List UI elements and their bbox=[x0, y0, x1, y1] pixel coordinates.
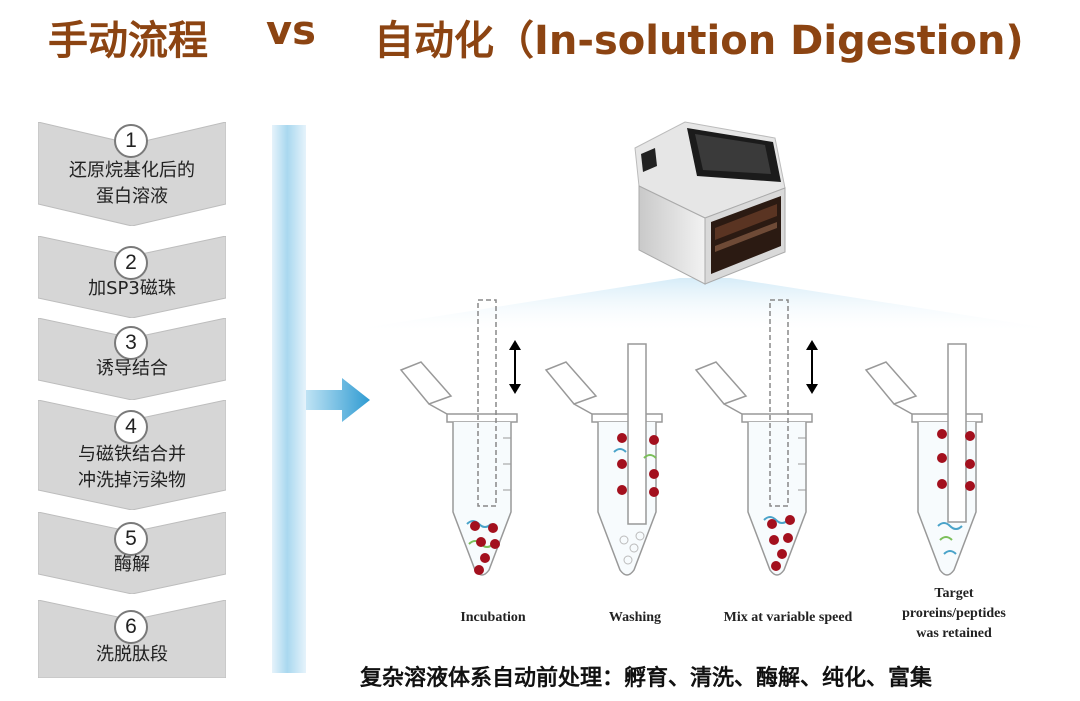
light-beam bbox=[350, 278, 1060, 330]
title-vs: vs bbox=[266, 8, 316, 54]
step-label: 还原烷基化后的 蛋白溶液 bbox=[69, 160, 195, 207]
mixing-rod bbox=[477, 299, 497, 507]
title-manual: 手动流程 bbox=[48, 18, 208, 64]
step-label: 诱导结合 bbox=[96, 358, 168, 379]
tube-cap bbox=[864, 361, 918, 405]
magnet-rod bbox=[627, 343, 647, 525]
step-number: 3 bbox=[114, 326, 148, 360]
step-number: 4 bbox=[114, 410, 148, 444]
tube-washing bbox=[544, 343, 663, 576]
tube-cap bbox=[399, 361, 453, 405]
magnet-rod bbox=[947, 343, 967, 523]
step-number: 6 bbox=[114, 610, 148, 644]
step-label: 与磁铁结合并 冲洗掉污染物 bbox=[78, 444, 186, 491]
step-label: 酶解 bbox=[114, 554, 150, 575]
tube-cap bbox=[694, 361, 748, 405]
tube-retained bbox=[864, 343, 983, 576]
process-bar bbox=[272, 125, 306, 673]
arrow-right-icon bbox=[306, 378, 370, 422]
step-label: 加SP3磁珠 bbox=[88, 278, 176, 299]
mixing-rod bbox=[769, 299, 789, 507]
stage-label-washing: Washing bbox=[608, 610, 662, 625]
step-label: 洗脱肽段 bbox=[96, 644, 168, 665]
stage-label-mix: Mix at variable speed bbox=[723, 610, 853, 625]
tube-incubation bbox=[399, 299, 521, 576]
step-number: 2 bbox=[114, 246, 148, 280]
tube-cap bbox=[544, 361, 598, 405]
title-automation: 自动化（In-solution Digestion) bbox=[374, 18, 1024, 64]
step-number: 1 bbox=[114, 124, 148, 158]
stage-label-incubation: Incubation bbox=[460, 610, 526, 625]
automation-instrument bbox=[634, 121, 786, 285]
tube-mix bbox=[694, 299, 818, 576]
footer-caption: 复杂溶液体系自动前处理：孵育、清洗、酶解、纯化、富集 bbox=[360, 666, 933, 691]
stage-label-retained: Target proreins/peptides was retained bbox=[902, 586, 1006, 641]
step-number: 5 bbox=[114, 522, 148, 556]
